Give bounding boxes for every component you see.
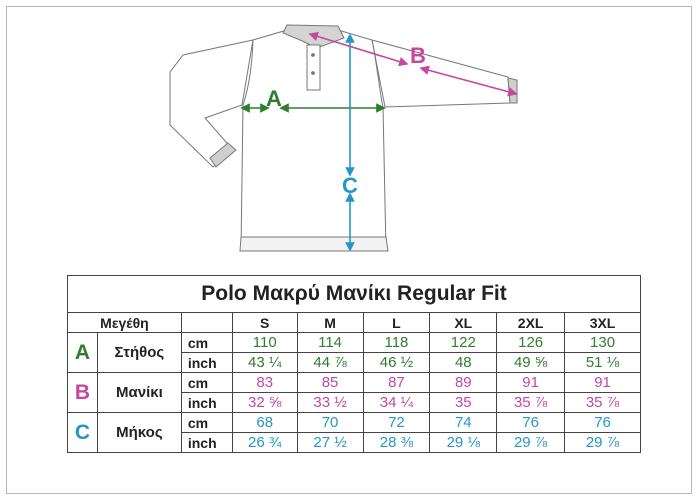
cell-value: 34 ¼ bbox=[362, 392, 431, 413]
cell-value: 110 bbox=[231, 332, 298, 353]
cell-value: 43 ¼ bbox=[231, 352, 298, 373]
hem bbox=[239, 236, 389, 252]
size-header-row: Μεγέθη S M L XL 2XL 3XL bbox=[67, 312, 641, 333]
cell-value: 32 ⅝ bbox=[231, 392, 298, 413]
polo-shirt-diagram bbox=[169, 24, 518, 252]
cell-value: 26 ¾ bbox=[231, 432, 298, 453]
cell-value: 122 bbox=[429, 332, 498, 353]
size-header-label: Μεγέθη bbox=[67, 312, 182, 333]
cell-value: 87 bbox=[362, 372, 431, 393]
measure-b-arrow bbox=[308, 31, 409, 67]
cell-value: 27 ½ bbox=[296, 432, 364, 453]
cell-value: 46 ½ bbox=[362, 352, 431, 373]
cell-value: 76 bbox=[496, 412, 566, 433]
cell-value: 91 bbox=[496, 372, 566, 393]
size-s: S bbox=[231, 312, 298, 333]
cell-value: 76 bbox=[564, 412, 641, 433]
cell-value: 91 bbox=[564, 372, 641, 393]
row-letter: A bbox=[67, 332, 98, 373]
table-title: Polo Μακρύ Μανίκι Regular Fit bbox=[67, 275, 641, 313]
unit-label: inch bbox=[180, 432, 233, 453]
cell-value: 48 bbox=[429, 352, 498, 373]
image-border bbox=[6, 6, 692, 494]
row-name: Μανίκι bbox=[96, 372, 182, 413]
size-xl: XL bbox=[429, 312, 498, 333]
left-sleeve bbox=[169, 39, 254, 168]
size-l: L bbox=[362, 312, 431, 333]
cell-value: 51 ⅛ bbox=[564, 352, 641, 373]
right-cuff bbox=[507, 77, 518, 104]
row-letter: C bbox=[67, 412, 98, 453]
unit-label: cm bbox=[180, 332, 233, 353]
placket bbox=[306, 44, 321, 91]
cell-value: 85 bbox=[296, 372, 364, 393]
cell-value: 29 ⅛ bbox=[429, 432, 498, 453]
cell-value: 35 ⅞ bbox=[564, 392, 641, 413]
row-name: Μήκος bbox=[96, 412, 182, 453]
unit-label: inch bbox=[180, 392, 233, 413]
cell-value: 74 bbox=[429, 412, 498, 433]
unit-label: inch bbox=[180, 352, 233, 373]
cell-value: 72 bbox=[362, 412, 431, 433]
cell-value: 126 bbox=[496, 332, 566, 353]
size-m: M bbox=[296, 312, 364, 333]
unit-label: cm bbox=[180, 372, 233, 393]
cell-value: 118 bbox=[362, 332, 431, 353]
label-b: B bbox=[410, 43, 426, 68]
cell-value: 83 bbox=[231, 372, 298, 393]
cell-value: 35 ⅞ bbox=[496, 392, 566, 413]
left-cuff bbox=[209, 142, 237, 168]
unit-label: cm bbox=[180, 412, 233, 433]
cell-value: 29 ⅞ bbox=[496, 432, 566, 453]
cell-value: 70 bbox=[296, 412, 364, 433]
cell-value: 114 bbox=[296, 332, 364, 353]
size-2xl: 2XL bbox=[496, 312, 566, 333]
cell-value: 49 ⅝ bbox=[496, 352, 566, 373]
cell-value: 35 bbox=[429, 392, 498, 413]
cell-value: 89 bbox=[429, 372, 498, 393]
cell-value: 29 ⅞ bbox=[564, 432, 641, 453]
cell-value: 44 ⅞ bbox=[296, 352, 364, 373]
unit-header bbox=[180, 312, 233, 333]
cell-value: 68 bbox=[231, 412, 298, 433]
size-3xl: 3XL bbox=[564, 312, 641, 333]
row-name: Στήθος bbox=[96, 332, 182, 373]
cell-value: 28 ⅜ bbox=[362, 432, 431, 453]
label-c: C bbox=[342, 173, 358, 198]
label-a: A bbox=[266, 86, 282, 111]
cell-value: 33 ½ bbox=[296, 392, 364, 413]
row-letter: B bbox=[67, 372, 98, 413]
size-chart-table: Polo Μακρύ Μανίκι Regular Fit Μεγέθη S M… bbox=[67, 275, 641, 453]
cell-value: 130 bbox=[564, 332, 641, 353]
